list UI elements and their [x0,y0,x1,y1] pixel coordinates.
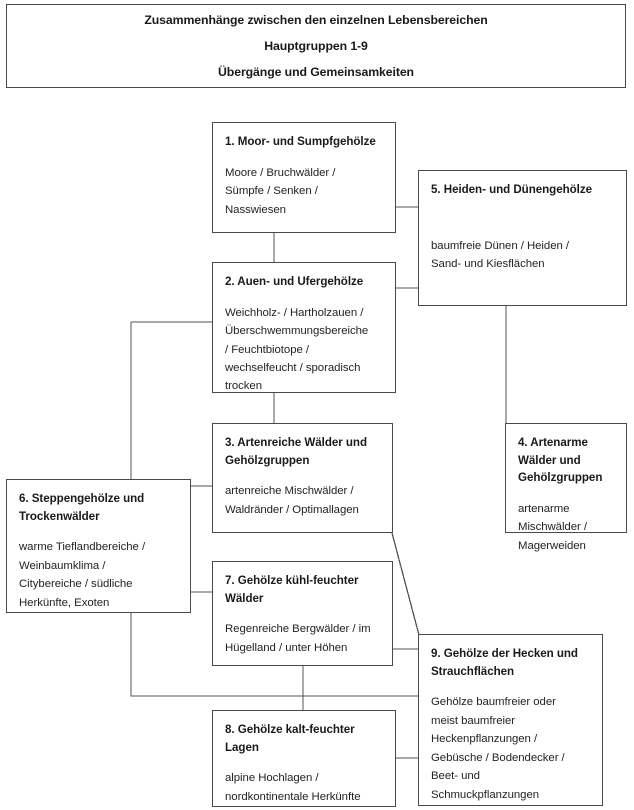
diagram-title-box: Zusammenhänge zwischen den einzelnen Leb… [6,4,626,88]
node-box-1[interactable]: 1. Moor- und Sumpfgehölze Moore / Bruchw… [212,122,396,233]
node-7-heading: 7. Gehölze kühl-feuchter Wälder [225,574,359,605]
node-3-heading: 3. Artenreiche Wälder und Gehölzgruppen [225,436,367,467]
node-box-5[interactable]: 5. Heiden- und Dünengehölze baumfreie Dü… [418,170,627,306]
node-4-heading: 4. Artenarme Wälder und Gehölzgruppen [518,436,603,485]
node-8-heading: 8. Gehölze kalt-feuchter Lagen [225,723,355,754]
title-line-3: Übergänge und Gemeinsamkeiten [218,65,414,79]
node-7-body: Regenreiche Bergwälder / im Hügelland / … [225,623,371,654]
connector-3-to-9 [391,532,420,636]
node-9-body: Gehölze baumfreier oder meist baumfreier… [431,696,565,801]
node-8-body: alpine Hochlagen / nordkontinentale Herk… [225,772,361,803]
node-box-3[interactable]: 3. Artenreiche Wälder und Gehölzgruppen … [212,423,393,533]
node-box-2[interactable]: 2. Auen- und Ufergehölze Weichholz- / Ha… [212,262,396,393]
node-5-body: baumfreie Dünen / Heiden / Sand- und Kie… [431,239,570,271]
node-9-heading: 9. Gehölze der Hecken und Strauchflächen [431,647,578,678]
node-5-heading: 5. Heiden- und Dünengehölze [431,183,592,196]
node-box-7[interactable]: 7. Gehölze kühl-feuchter Wälder Regenrei… [212,561,393,666]
node-4-body: artenarme Mischwälder / Magerweiden [518,502,587,552]
node-2-heading: 2. Auen- und Ufergehölze [225,275,364,288]
node-3-body: artenreiche Mischwälder / Waldränder / O… [225,485,359,516]
node-2-body: Weichholz- / Hartholzauen / Überschwemmu… [225,306,369,393]
title-line-1: Zusammenhänge zwischen den einzelnen Leb… [144,13,488,27]
node-1-body: Moore / Bruchwälder / Sümpfe / Senken / … [225,166,336,216]
node-box-9[interactable]: 9. Gehölze der Hecken und Strauchflächen… [418,634,603,806]
node-6-heading: 6. Steppengehölze und Trockenwälder [19,492,145,523]
node-1-heading: 1. Moor- und Sumpfgehölze [225,135,376,148]
node-6-body: warme Tieflandbereiche / Weinbaumklima /… [19,541,146,609]
title-line-2: Hauptgruppen 1-9 [264,39,368,53]
node-box-8[interactable]: 8. Gehölze kalt-feuchter Lagen alpine Ho… [212,710,396,807]
node-box-4[interactable]: 4. Artenarme Wälder und Gehölzgruppen ar… [505,423,627,552]
node-box-6[interactable]: 6. Steppengehölze und Trockenwälder warm… [6,479,191,613]
